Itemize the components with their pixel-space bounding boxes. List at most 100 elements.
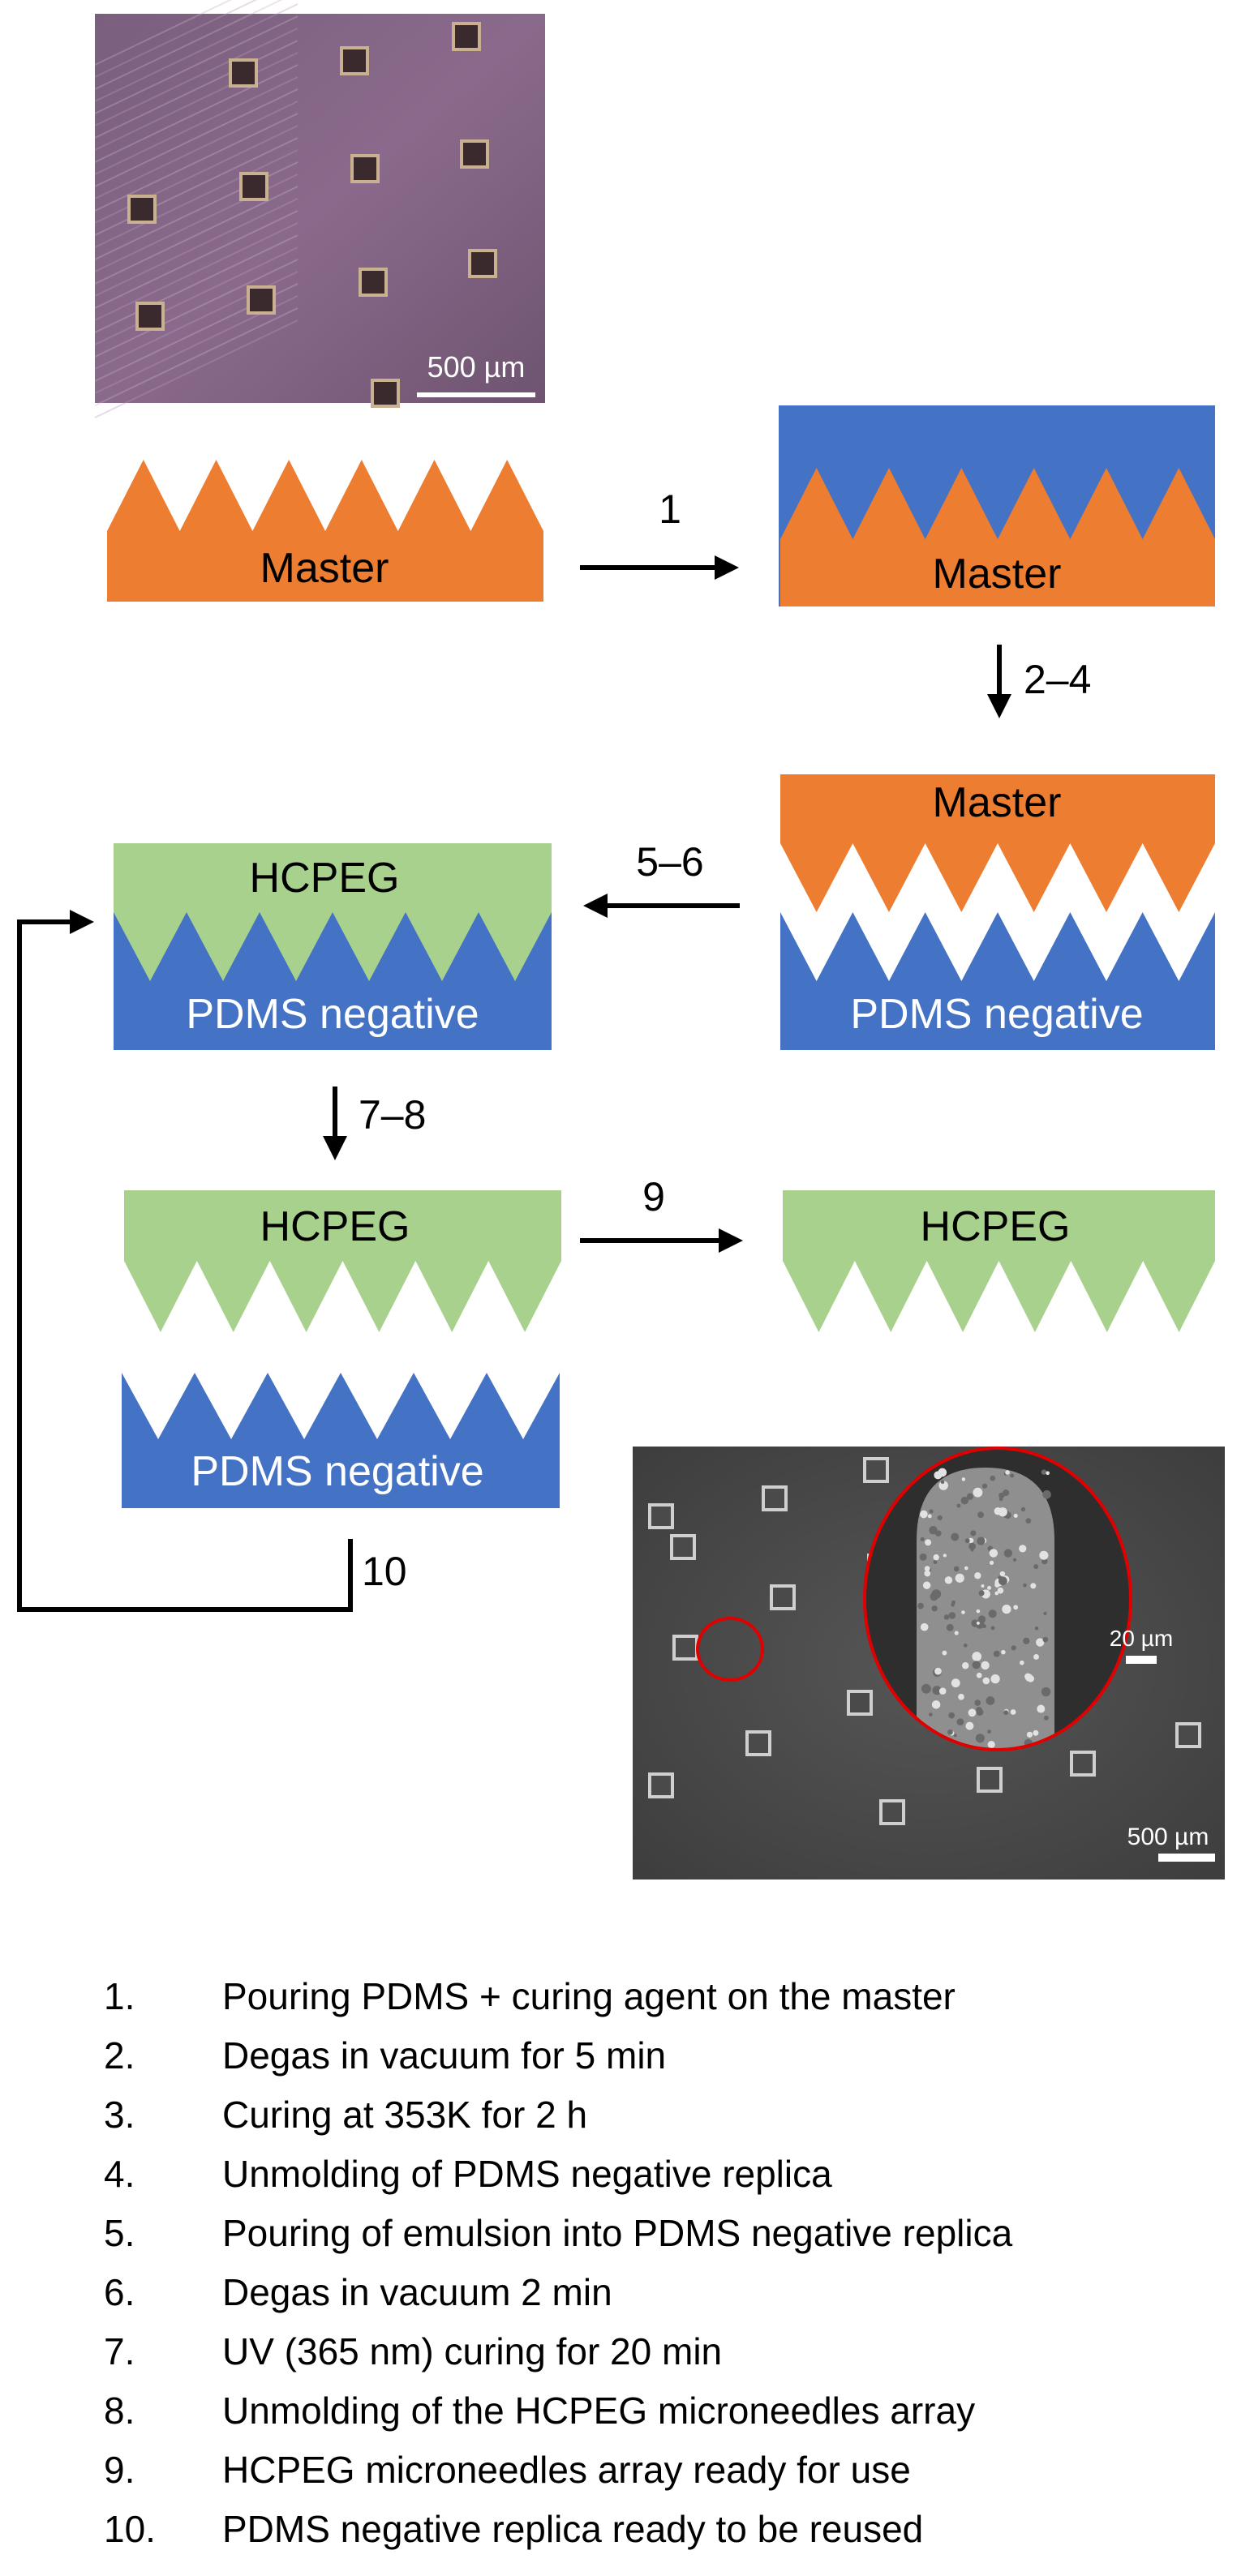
sem-microneedle (672, 1635, 698, 1661)
optical-pyramid (229, 58, 258, 88)
sem-inset-speck (921, 1683, 931, 1694)
sem-inset-speck (953, 1566, 960, 1572)
sem-inset-speck (977, 1615, 986, 1623)
optical-streak (94, 52, 298, 151)
step-item: 3.Curing at 353K for 2 h (104, 2085, 1223, 2145)
step-item: 2.Degas in vacuum for 5 min (104, 2026, 1223, 2085)
sem-inset-speck (989, 1549, 998, 1558)
optical-scale-label: 500 µm (427, 350, 526, 384)
sem-inset-speck (998, 1492, 1005, 1498)
sem-inset-speck (942, 1650, 947, 1656)
sem-micrograph: 20 µm 500 µm (633, 1447, 1225, 1879)
step-item: 1.Pouring PDMS + curing agent on the mas… (104, 1967, 1223, 2026)
step-text: Pouring of emulsion into PDMS negative r… (222, 2212, 1013, 2254)
block-pdms-1: PDMS negative (780, 912, 1215, 1050)
sem-inset-speck (1030, 1583, 1037, 1589)
sem-inset-speck (948, 1712, 956, 1719)
sem-inset-speck (1037, 1704, 1046, 1713)
step-number: 9. (104, 2449, 135, 2491)
optical-streak (94, 259, 298, 358)
sem-inset-speck (919, 1553, 927, 1561)
sem-inset-speck (929, 1509, 934, 1514)
arrow-7-8: 7–8 (323, 1087, 426, 1160)
sem-scale-bar (1158, 1854, 1215, 1862)
block-pdms-3: PDMS negative (122, 1373, 560, 1508)
sem-inset-speck (1010, 1473, 1015, 1478)
sem-inset-speck (933, 1554, 939, 1561)
step-number: 8. (104, 2390, 135, 2432)
sem-inset-speck (1023, 1637, 1030, 1645)
sem-inset-speck (961, 1477, 966, 1481)
arrow-9: 9 (580, 1174, 743, 1253)
arrow-1: 1 (580, 486, 739, 580)
sem-microneedle (977, 1767, 1003, 1793)
optical-streak (94, 0, 232, 66)
optical-pyramid (247, 285, 276, 315)
sem-inset-speck (1005, 1470, 1010, 1475)
optical-pyramid (371, 379, 400, 408)
optical-streak (94, 15, 298, 114)
sem-inset-speck (1002, 1604, 1011, 1614)
sem-inset-speck (920, 1510, 928, 1519)
sem-inset-speck (976, 1672, 982, 1678)
step-item: 5. Pouring of emulsion into PDMS negative… (104, 2204, 1223, 2263)
sem-inset-speck (920, 1622, 929, 1631)
sem-inset-speck (938, 1687, 947, 1695)
sem-inset-speck (968, 1537, 974, 1544)
sem-inset-speck (1012, 1558, 1017, 1562)
optical-streak (94, 0, 283, 90)
sem-inset-speck (947, 1729, 953, 1735)
sem-inset-speck (1013, 1513, 1018, 1518)
sem-inset-speck (977, 1537, 986, 1545)
sem-inset-speck (970, 1530, 977, 1537)
sem-inset-speck (998, 1576, 1007, 1586)
arrow-label: 5–6 (636, 839, 703, 885)
sem-inset-speck (974, 1572, 981, 1579)
optical-streak (94, 0, 258, 78)
optical-streak (94, 76, 298, 175)
optical-pyramid (127, 195, 157, 224)
optical-streak (94, 246, 298, 345)
step-item: 10.PDMS negative replica ready to be reu… (104, 2500, 1223, 2559)
optical-pyramid (340, 46, 369, 75)
sem-inset-speck (981, 1661, 990, 1670)
block-label: HCPEG (921, 1203, 1071, 1250)
sem-inset-speck (998, 1507, 1007, 1517)
sem-inset-speck (1033, 1654, 1039, 1660)
sem-inset-speck (976, 1621, 980, 1625)
optical-pyramid (239, 172, 268, 201)
block-label: Master (260, 545, 389, 592)
sem-inset-speck (975, 1734, 985, 1743)
block-master-2: Master (779, 405, 1215, 606)
step-number: 7. (104, 2330, 135, 2372)
optical-pyramids (127, 22, 497, 408)
optical-streak (94, 210, 298, 309)
sem-inset-speck (924, 1570, 931, 1577)
sem-inset-speck (989, 1560, 994, 1565)
sem-inset-speck (1019, 1545, 1027, 1553)
sem-inset-speck (929, 1712, 933, 1717)
step-text: Unmolding of PDMS negative replica (222, 2153, 832, 2195)
sem-inset-speck (932, 1686, 942, 1695)
sem-inset-speck (990, 1626, 995, 1631)
sem-inset-speck (964, 1566, 968, 1571)
step-number: 5. (104, 2212, 135, 2254)
sem-inset-speck (990, 1475, 996, 1481)
sem-microneedle (770, 1584, 796, 1610)
optical-streak (94, 3, 298, 102)
sem-inset-speck (972, 1652, 982, 1661)
sem-microneedle (879, 1799, 905, 1825)
sem-inset-speck (1041, 1469, 1047, 1475)
sem-inset-speck (1033, 1564, 1039, 1570)
optical-streak (94, 186, 298, 285)
optical-streak (94, 319, 298, 418)
block-label: HCPEG (250, 855, 400, 902)
sem-inset-speck (931, 1605, 938, 1612)
step-number: 4. (104, 2153, 135, 2195)
sem-inset-speck (951, 1678, 960, 1688)
sem-inset-speck (920, 1537, 925, 1541)
arrow-label: 7–8 (359, 1092, 426, 1138)
sem-inset-speck (934, 1471, 943, 1480)
sem-inset-speck (953, 1734, 957, 1738)
